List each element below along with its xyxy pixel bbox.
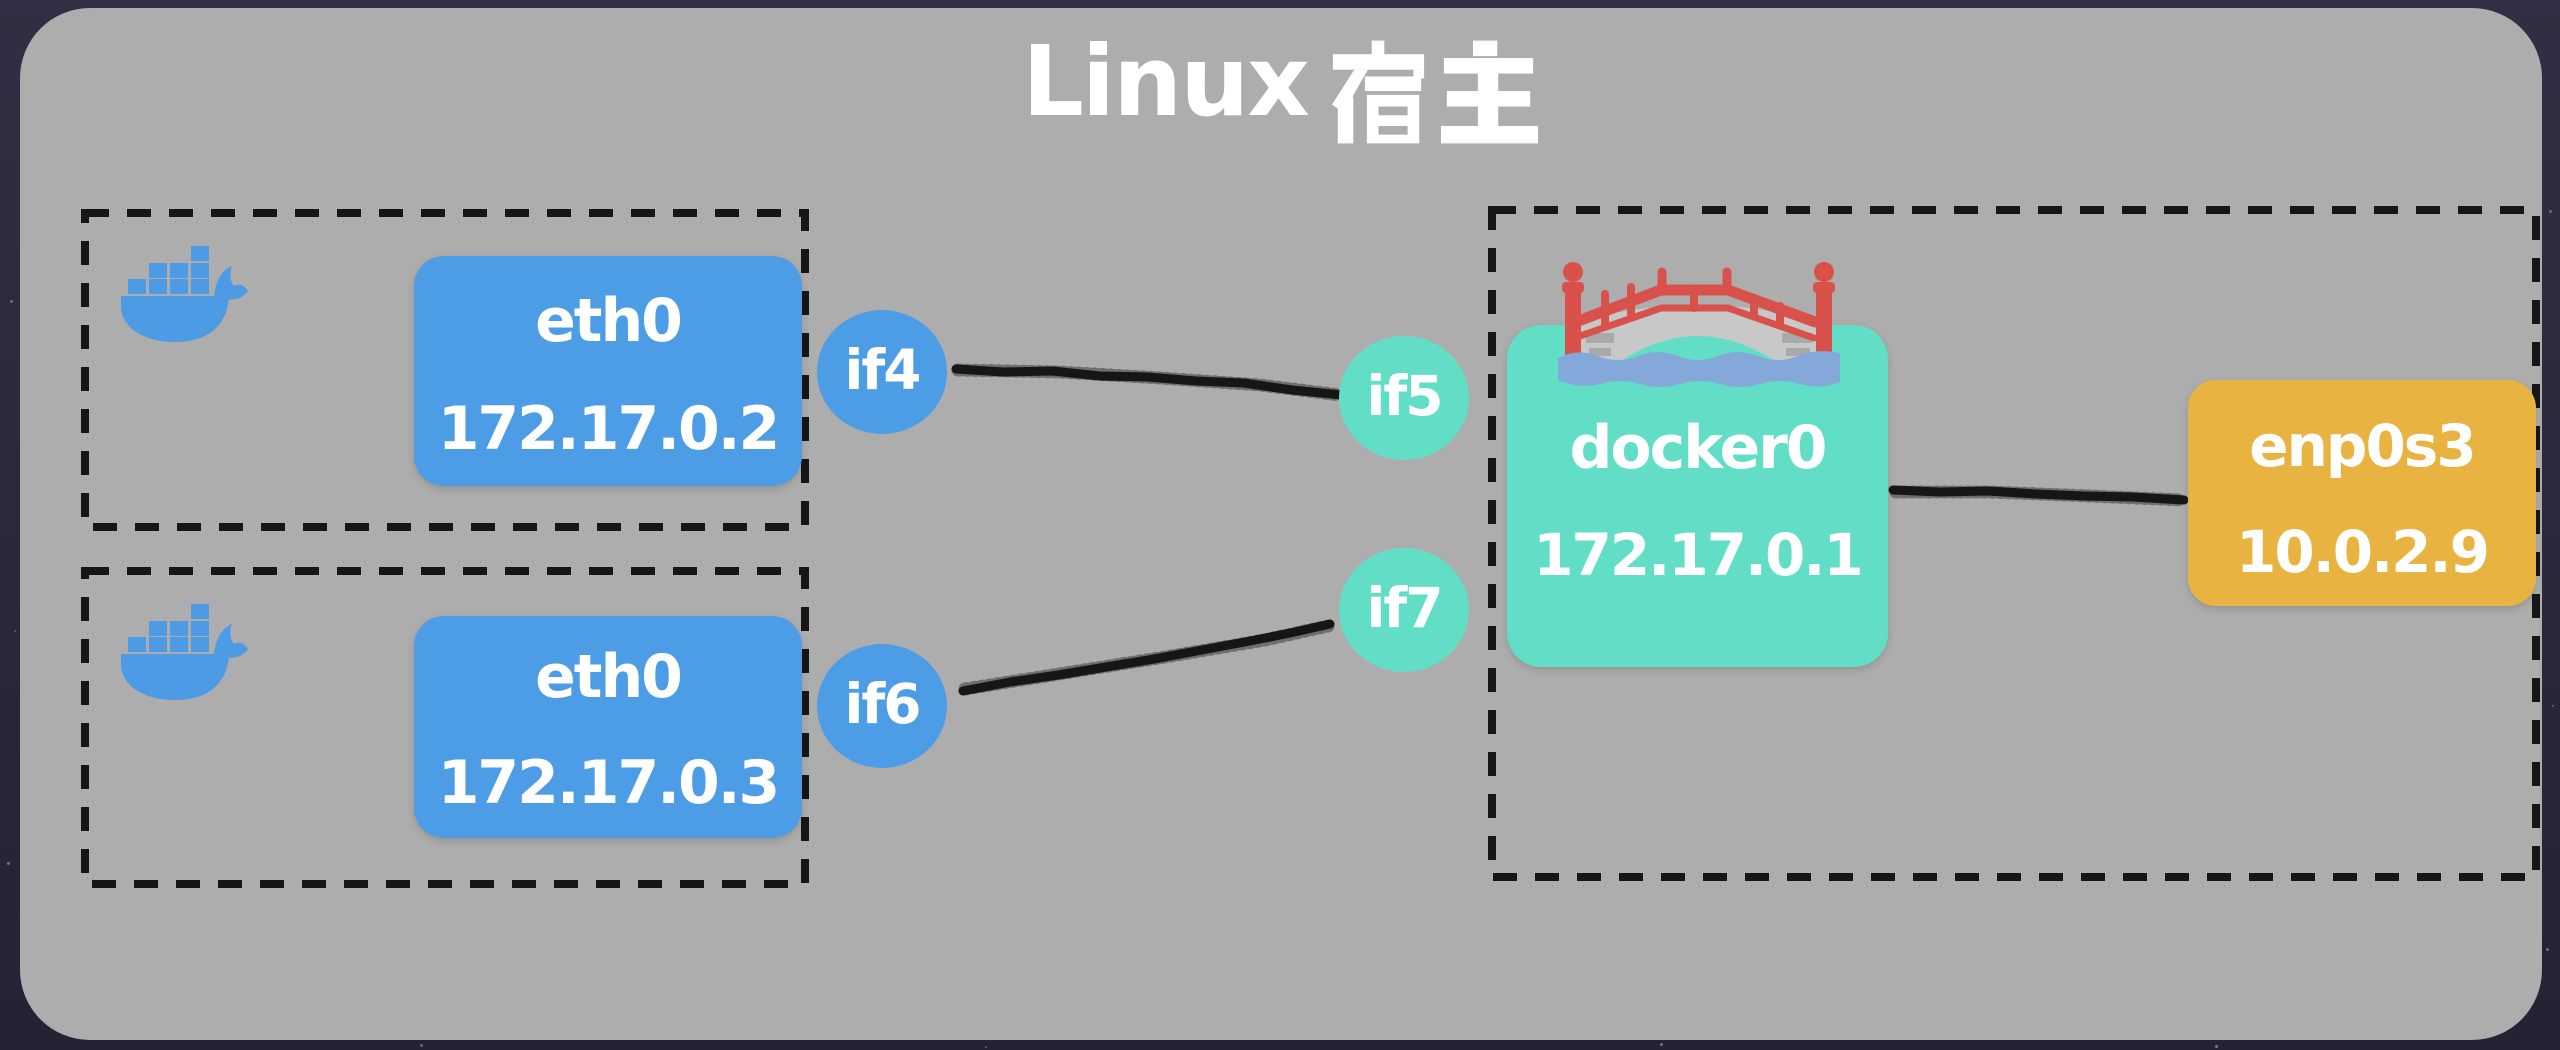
enp0s3-node: enp0s3 10.0.2.9 bbox=[2188, 380, 2536, 606]
bridge-icon bbox=[1558, 262, 1840, 387]
veth-if5-node: if5 bbox=[1339, 336, 1469, 460]
bridge-railing bbox=[1575, 267, 1821, 342]
interface-name: eth0 bbox=[535, 286, 683, 356]
interface-name: eth0 bbox=[535, 642, 683, 712]
bridge-name: docker0 bbox=[1569, 413, 1827, 483]
bridge-ip: 172.17.0.1 bbox=[1533, 521, 1864, 589]
star-speck bbox=[1660, 1043, 1663, 1046]
bridge-posts bbox=[1562, 262, 1835, 366]
veth-if6-node: if6 bbox=[817, 644, 947, 768]
star-speck bbox=[2549, 210, 2552, 213]
veth-label: if5 bbox=[1366, 364, 1443, 428]
container-1-eth0-node: eth0 172.17.0.2 bbox=[414, 256, 802, 486]
star-speck bbox=[7, 862, 10, 865]
veth-label: if7 bbox=[1366, 576, 1443, 640]
bridge-steps bbox=[1586, 333, 1812, 356]
star-speck bbox=[10, 300, 13, 303]
external-interface-ip: 10.0.2.9 bbox=[2236, 518, 2490, 586]
veth-label: if6 bbox=[844, 672, 921, 736]
interface-ip: 172.17.0.2 bbox=[437, 394, 781, 464]
host-canvas bbox=[20, 8, 2542, 1040]
veth-if4-node: if4 bbox=[817, 310, 947, 434]
bridge-water bbox=[1558, 351, 1840, 387]
docker-whale-icon bbox=[121, 246, 248, 342]
star-speck bbox=[2552, 705, 2554, 707]
docker-whale-icon bbox=[121, 604, 248, 700]
title-text-latin: Linux bbox=[1022, 25, 1310, 138]
star-speck bbox=[985, 1046, 987, 1048]
title-cjk-zhu-glyph bbox=[1440, 40, 1538, 144]
title-cjk-su-glyph bbox=[1331, 40, 1424, 144]
interface-ip: 172.17.0.3 bbox=[437, 748, 781, 818]
veth-if7-node: if7 bbox=[1339, 548, 1469, 672]
star-speck bbox=[14, 630, 16, 632]
container-2-eth0-node: eth0 172.17.0.3 bbox=[414, 616, 802, 838]
star-speck bbox=[420, 1044, 423, 1047]
veth-label: if4 bbox=[844, 338, 921, 402]
page-title: Linux bbox=[0, 26, 2560, 146]
external-interface-name: enp0s3 bbox=[2249, 412, 2476, 480]
star-speck bbox=[2546, 948, 2549, 951]
star-speck bbox=[2215, 1045, 2218, 1048]
